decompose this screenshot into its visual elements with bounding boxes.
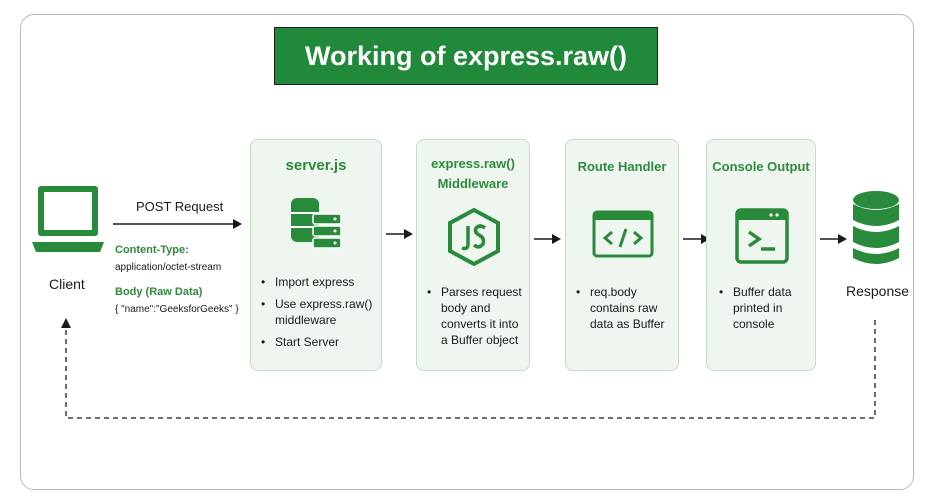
- code-window-icon: [592, 210, 654, 263]
- bullet-item: Use express.raw() middleware: [261, 296, 377, 328]
- laptop-icon: [30, 184, 106, 261]
- nodejs-icon: [447, 207, 501, 271]
- body-label: Body (Raw Data): [115, 286, 203, 298]
- middleware-bullets: Parses request body and converts it into…: [427, 284, 527, 354]
- response-label: Response: [846, 283, 910, 299]
- post-request-label: POST Request: [136, 199, 224, 214]
- content-type-label: Content-Type:: [115, 244, 189, 256]
- terminal-icon: [735, 208, 789, 269]
- route-handler-card-title: Route Handler: [577, 159, 667, 174]
- client-label: Client: [49, 276, 85, 292]
- diagram-title: Working of express.raw(): [274, 27, 658, 85]
- arrow-route-to-console: [683, 234, 710, 244]
- middleware-card-title: express.raw(): [431, 156, 515, 171]
- console-output-card: Console Output Buffer data printed in co…: [706, 139, 816, 371]
- arrow-console-to-response: [820, 234, 847, 244]
- bullet-item: Parses request body and converts it into…: [427, 284, 527, 348]
- request-arrow: [113, 219, 242, 229]
- arrow-server-to-middleware: [386, 229, 413, 239]
- database-icon: [851, 190, 901, 273]
- route-handler-bullets: req.body contains raw data as Buffer: [576, 284, 676, 338]
- server-stack-icon: [289, 194, 345, 263]
- route-handler-card: Route Handler req.body contains raw data…: [565, 139, 679, 371]
- middleware-card: express.raw() Middleware Parses request …: [416, 139, 530, 371]
- console-output-bullets: Buffer data printed in console: [719, 284, 813, 338]
- console-output-card-title: Console Output: [712, 159, 810, 174]
- return-path-arrow: [61, 318, 876, 419]
- middleware-card-subtitle: Middleware: [437, 176, 509, 191]
- bullet-item: Start Server: [261, 334, 377, 350]
- bullet-item: Buffer data printed in console: [719, 284, 813, 332]
- arrow-middleware-to-route: [534, 234, 561, 244]
- server-card: server.js Import express Use express.raw…: [250, 139, 382, 371]
- server-bullets: Import express Use express.raw() middlew…: [261, 274, 377, 356]
- bullet-item: Import express: [261, 274, 377, 290]
- server-card-title: server.js: [285, 157, 347, 174]
- content-type-value: application/octet-stream: [115, 262, 222, 273]
- bullet-item: req.body contains raw data as Buffer: [576, 284, 676, 332]
- body-value: { "name":"GeeksforGeeks" }: [115, 304, 239, 315]
